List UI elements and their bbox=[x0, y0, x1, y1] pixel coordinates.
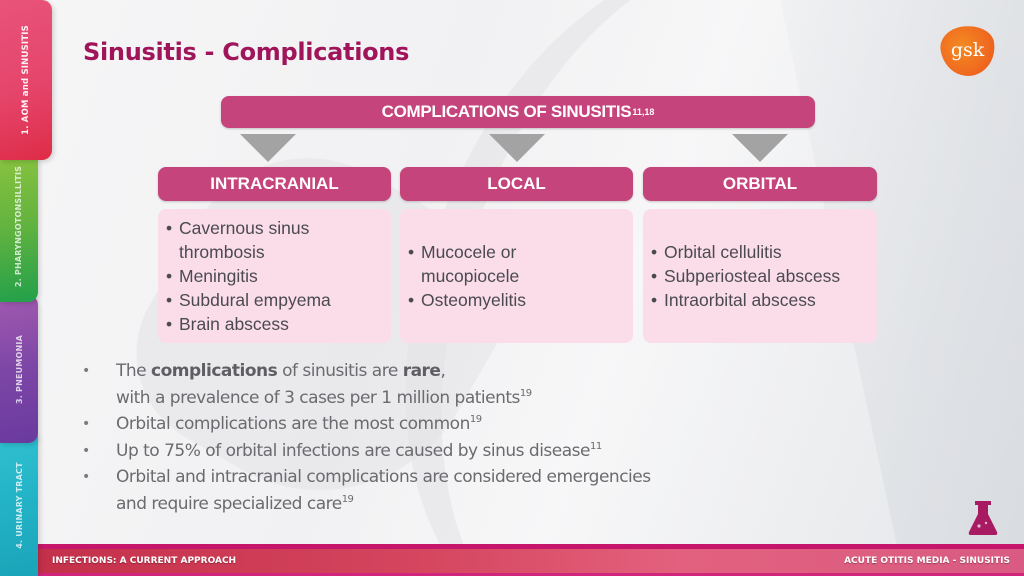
emphasis: complications bbox=[151, 361, 278, 381]
arrow-down-icon bbox=[489, 134, 545, 162]
flask-icon bbox=[968, 501, 998, 535]
list-item: Subperiosteal abscess bbox=[651, 264, 869, 288]
bullet-item: • Orbital and intracranial complications… bbox=[82, 464, 782, 517]
list-item: Meningitis bbox=[166, 264, 383, 288]
page-title: Sinusitis - Complications bbox=[83, 38, 410, 66]
category-list-orbital: Orbital cellulitis Subperiosteal abscess… bbox=[643, 209, 877, 343]
sidebar-tab-label: 2. PHARYNGOTONSILLITIS bbox=[14, 165, 24, 287]
bullet-icon: • bbox=[82, 469, 90, 485]
sidebar-tab-pharyngotonsillitis[interactable]: 2. PHARYNGOTONSILLITIS bbox=[0, 150, 38, 302]
sidebar-tab-urinary-tract[interactable]: 4. URINARY TRACT bbox=[0, 435, 38, 576]
reference-superscript: 19 bbox=[341, 493, 354, 505]
sidebar-tab-pneumonia[interactable]: 3. PNEUMONIA bbox=[0, 295, 38, 443]
list-item: Mucocele or mucopiocele bbox=[408, 240, 625, 288]
list-item: Intraorbital abscess bbox=[651, 288, 869, 312]
bullet-icon: • bbox=[82, 442, 90, 459]
bullet-item: • Orbital complications are the most com… bbox=[82, 411, 782, 438]
list-item: Osteomyelitis bbox=[408, 288, 625, 312]
list-item: Cavernous sinus thrombosis bbox=[166, 216, 383, 264]
logo-text: gsk bbox=[951, 38, 985, 61]
category-header-intracranial: INTRACRANIAL bbox=[158, 167, 391, 201]
list-item: Orbital cellulitis bbox=[651, 240, 869, 264]
category-header-orbital: ORBITAL bbox=[643, 167, 877, 201]
reference-superscript: 11,18 bbox=[632, 107, 655, 117]
list-item: Brain abscess bbox=[166, 312, 383, 336]
diagram-main-label: COMPLICATIONS OF SINUSITIS bbox=[381, 102, 632, 121]
reference-superscript: 11 bbox=[589, 440, 602, 452]
sidebar-tab-aom-sinusitis[interactable]: 1. AOM and SINUSITIS bbox=[0, 0, 52, 160]
arrow-down-icon bbox=[240, 134, 296, 162]
bullet-icon: • bbox=[82, 363, 90, 379]
bullet-icon: • bbox=[82, 416, 90, 432]
category-list-intracranial: Cavernous sinus thrombosis Meningitis Su… bbox=[158, 209, 391, 343]
emphasis: rare bbox=[402, 361, 441, 381]
sidebar-tab-label: 1. AOM and SINUSITIS bbox=[21, 25, 32, 135]
key-points-list: • The complications of sinusitis are rar… bbox=[82, 358, 782, 517]
reference-superscript: 19 bbox=[469, 414, 482, 425]
footer-right-label: ACUTE OTITIS MEDIA - SINUSITIS bbox=[844, 556, 1010, 566]
sidebar-tab-label: 4. URINARY TRACT bbox=[14, 462, 24, 549]
category-header-local: LOCAL bbox=[400, 167, 633, 201]
arrow-down-icon bbox=[732, 134, 788, 162]
reference-superscript: 19 bbox=[519, 387, 532, 399]
footer-bar: INFECTIONS: A CURRENT APPROACH ACUTE OTI… bbox=[38, 549, 1024, 576]
bullet-item: • Up to 75% of orbital infections are ca… bbox=[82, 438, 782, 465]
list-item: Subdural empyema bbox=[166, 288, 383, 312]
bullet-item: • The complications of sinusitis are rar… bbox=[82, 358, 782, 411]
footer-divider bbox=[38, 544, 1024, 549]
category-list-local: Mucocele or mucopiocele Osteomyelitis bbox=[400, 209, 633, 343]
footer-left-label: INFECTIONS: A CURRENT APPROACH bbox=[52, 556, 237, 566]
sidebar-tab-label: 3. PNEUMONIA bbox=[14, 334, 24, 404]
